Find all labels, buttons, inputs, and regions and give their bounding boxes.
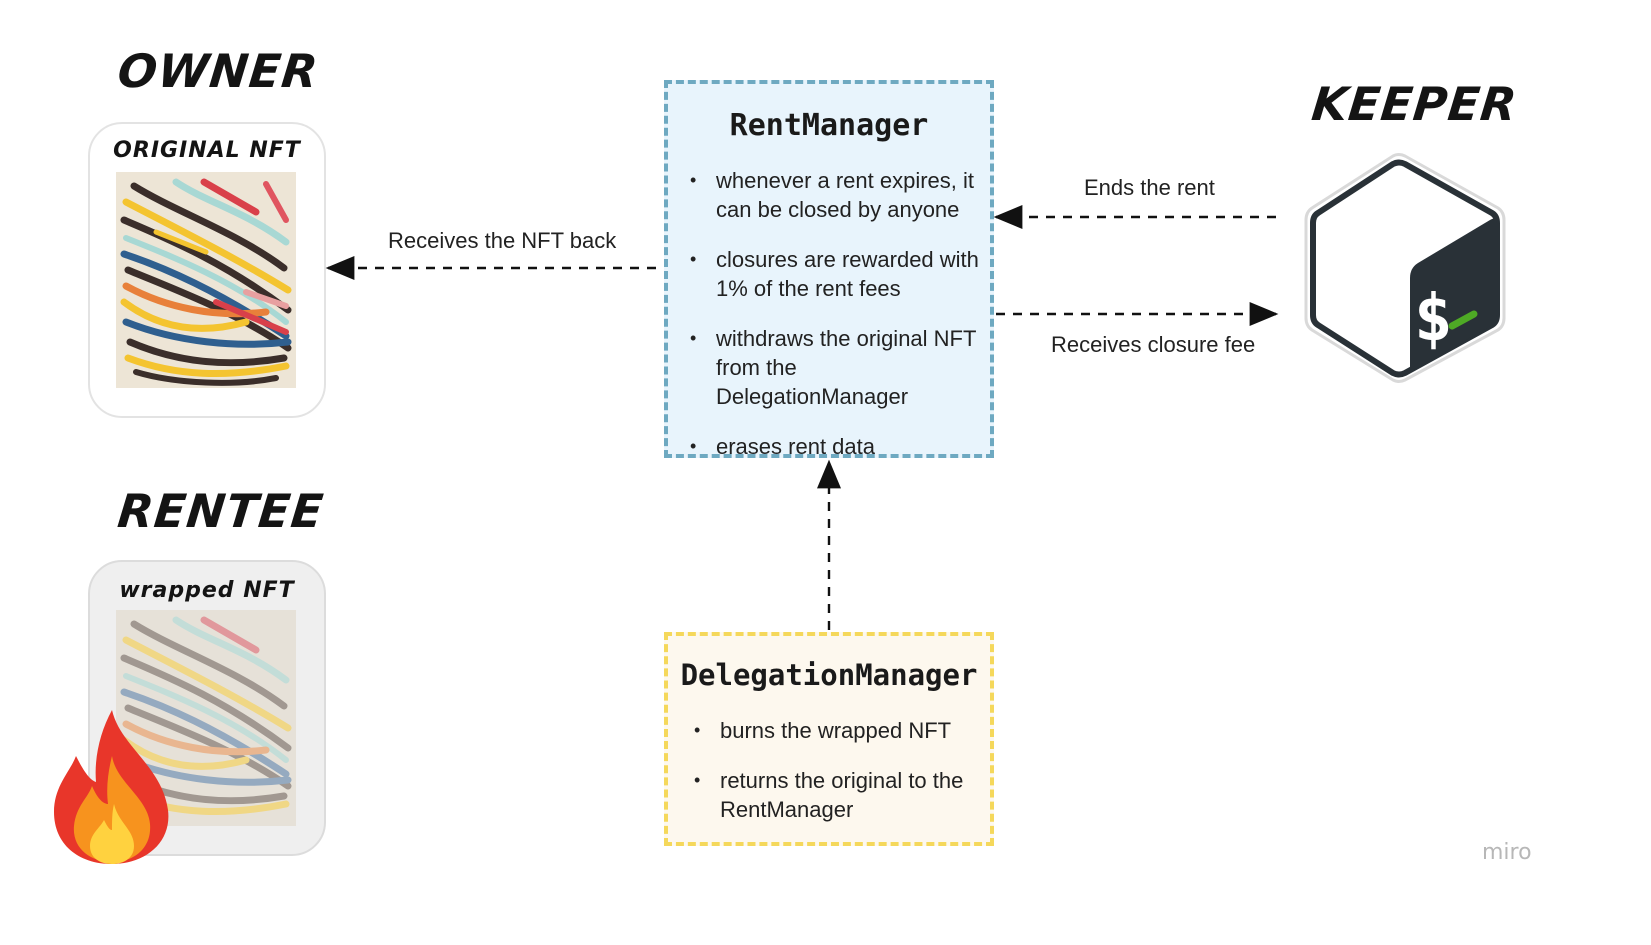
list-item: whenever a rent expires, it can be close…	[690, 166, 980, 224]
fire-icon	[50, 706, 174, 866]
delegation-manager-list: burns the wrapped NFT returns the origin…	[694, 716, 974, 824]
list-item: returns the original to the RentManager	[694, 766, 974, 824]
list-item: erases rent data	[690, 432, 980, 461]
original-nft-artwork	[116, 172, 296, 388]
list-item: closures are rewarded with 1% of the ren…	[690, 245, 980, 303]
bash-terminal-icon: $	[1300, 150, 1510, 386]
rent-manager-title: RentManager	[729, 108, 929, 143]
label-receives-nft-back: Receives the NFT back	[388, 228, 617, 253]
list-item: burns the wrapped NFT	[694, 716, 974, 745]
rent-manager-box: RentManager whenever a rent expires, it …	[664, 80, 994, 461]
svg-text:$: $	[1414, 282, 1453, 356]
original-nft-card: Original NFT	[88, 122, 326, 418]
miro-watermark: miro	[1482, 840, 1532, 865]
list-item: withdraws the original NFT from the Dele…	[690, 324, 980, 411]
delegation-manager-box: DelegationManager burns the wrapped NFT …	[664, 632, 994, 846]
label-ends-rent: Ends the rent	[1084, 175, 1215, 200]
label-receives-closure-fee: Receives closure fee	[1051, 332, 1256, 357]
delegation-manager-title: DelegationManager	[680, 658, 978, 692]
wrapped-nft-label: wrapped NFT	[119, 578, 295, 603]
original-nft-label: Original NFT	[113, 138, 301, 163]
rent-manager-list: whenever a rent expires, it can be close…	[690, 166, 980, 461]
